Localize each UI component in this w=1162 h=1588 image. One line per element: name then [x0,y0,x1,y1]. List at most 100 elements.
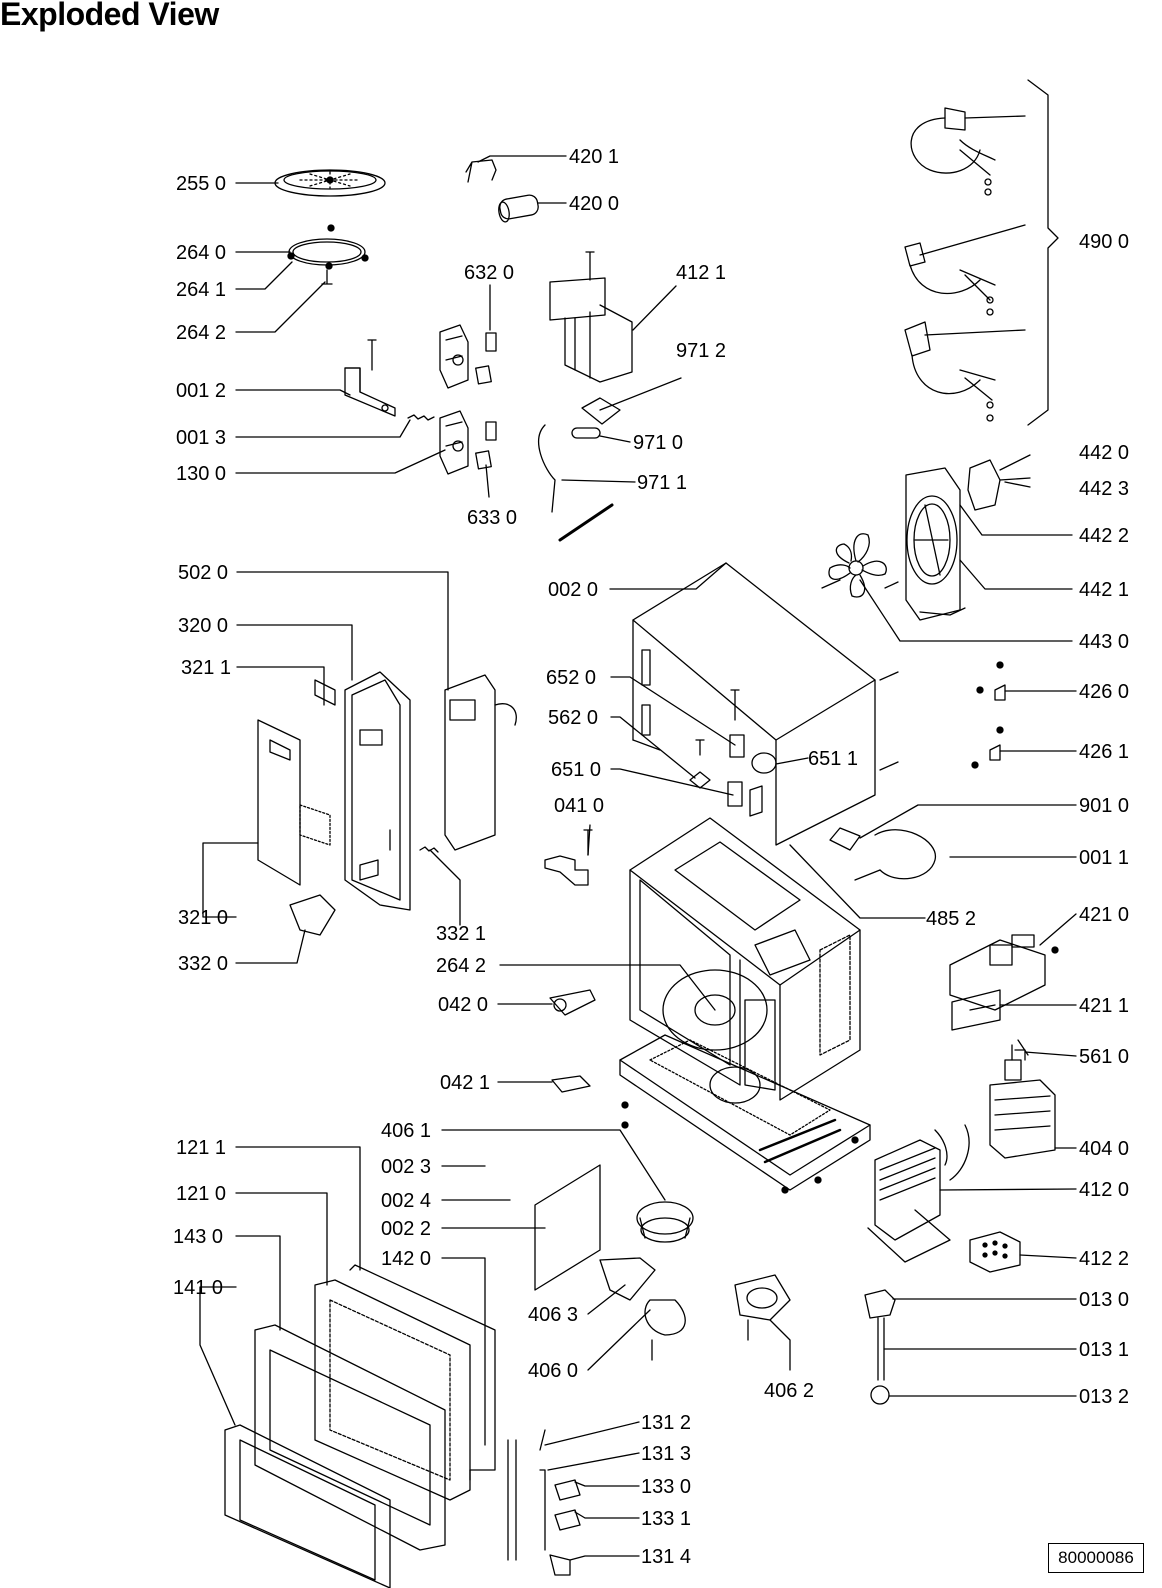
control-panel-drawing [344,671,411,911]
callout-320-0: 320 0 [178,615,228,637]
turntable-plate-drawing [274,169,386,197]
roller-ring-drawing [287,224,369,285]
callout-406-2: 406 2 [764,1380,814,1402]
callout-651-0: 651 0 [551,759,601,781]
callout-001-3: 001 3 [176,427,226,449]
callout-001-2: 001 2 [176,380,226,402]
callout-264-1: 264 1 [176,279,226,301]
callout-971-2: 971 2 [676,340,726,362]
cord-group-brace [1027,79,1059,426]
callout-130-0: 130 0 [176,463,226,485]
callout-442-1: 442 1 [1079,579,1129,601]
callout-971-1: 971 1 [637,472,687,494]
misc-parts-drawing [829,684,1026,1061]
callout-133-1: 133 1 [641,1508,691,1530]
callout-562-0: 562 0 [548,707,598,729]
callout-412-2: 412 2 [1079,1248,1129,1270]
page-title: Exploded View [0,0,219,32]
callout-002-2: 002 2 [381,1218,431,1240]
door-switch-upper-drawing [439,324,497,389]
callout-013-1: 013 1 [1079,1339,1129,1361]
door-release-button-drawing [289,894,336,936]
callout-002-0: 002 0 [548,579,598,601]
callout-142-0: 142 0 [381,1248,431,1270]
bracket-041-drawing [544,829,593,886]
callout-406-1: 406 1 [381,1120,431,1142]
waveguide-cover-drawing [549,251,633,383]
mains-cord-drawing-2 [904,224,1026,316]
callout-321-0: 321 0 [178,907,228,929]
turntable-coupler-drawing [549,989,596,1093]
callout-404-0: 404 0 [1079,1138,1129,1160]
callout-042-0: 042 0 [438,994,488,1016]
callout-901-0: 901 0 [1079,795,1129,817]
leader-lines [199,155,1077,1561]
callout-420-0: 420 0 [569,193,619,215]
callout-264-0: 264 0 [176,242,226,264]
fuse-holder-drawing [538,397,621,542]
screws-drawing [621,661,1059,1194]
door-screen-drawing [254,1324,446,1551]
latch-parts-drawing [507,1429,581,1576]
callout-406-0: 406 0 [528,1360,578,1382]
callout-332-0: 332 0 [178,953,228,975]
callout-131-4: 131 4 [641,1546,691,1568]
control-board-drawing [419,674,517,853]
callout-412-0: 412 0 [1079,1179,1129,1201]
callout-264-2-b: 264 2 [436,955,486,977]
door-choke-drawing [314,1279,471,1501]
callout-421-1: 421 1 [1079,995,1129,1017]
callout-442-2: 442 2 [1079,525,1129,547]
callout-443-0: 443 0 [1079,631,1129,653]
lamp-drawing [864,1289,896,1405]
callout-002-4: 002 4 [381,1190,431,1212]
callout-651-1: 651 1 [808,748,858,770]
callout-042-1: 042 1 [440,1072,490,1094]
callout-412-1: 412 1 [676,262,726,284]
diode-board-drawing [949,934,1046,1031]
callout-013-2: 013 2 [1079,1386,1129,1408]
capacitor-drawing [465,159,539,223]
insulation-block-drawing [969,1231,1021,1273]
callout-143-0: 143 0 [173,1226,223,1248]
callout-001-1: 001 1 [1079,847,1129,869]
outer-cabinet-drawing [632,562,899,846]
callout-121-1: 121 1 [176,1137,226,1159]
callout-421-0: 421 0 [1079,904,1129,926]
control-panel-overlay-drawing [257,679,336,886]
callout-131-2: 131 2 [641,1412,691,1434]
callout-321-1: 321 1 [181,657,231,679]
callout-406-3: 406 3 [528,1304,578,1326]
callout-426-1: 426 1 [1079,741,1129,763]
callout-332-1: 332 1 [436,923,486,945]
callout-442-3: 442 3 [1079,478,1129,500]
mains-cord-drawing-3 [904,321,1026,422]
door-bracket-drawing [344,339,435,421]
mains-cord-drawing-1 [910,107,1026,196]
door-front-drawing [224,1424,391,1588]
callout-426-0: 426 0 [1079,681,1129,703]
callout-485-2: 485 2 [926,908,976,930]
transformer-drawing [867,1124,970,1263]
fan-blade-drawing [821,533,899,598]
callout-013-0: 013 0 [1079,1289,1129,1311]
thermal-parts-drawing [689,689,777,817]
turntable-motor-drawing [534,1164,791,1361]
callout-131-3: 131 3 [641,1443,691,1465]
callout-133-0: 133 0 [641,1476,691,1498]
callout-420-1: 420 1 [569,146,619,168]
callout-633-0: 633 0 [467,507,517,529]
callout-121-0: 121 0 [176,1183,226,1205]
callout-632-0: 632 0 [464,262,514,284]
magnetron-drawing [989,1039,1056,1159]
document-number-box: 80000086 [1048,1543,1144,1573]
fan-motor-drawing [905,459,1031,621]
callout-002-3: 002 3 [381,1156,431,1178]
callout-041-0: 041 0 [554,795,604,817]
oven-cavity-drawing [629,817,861,1101]
base-plate-drawing [619,1034,871,1191]
door-switch-lower-drawing [439,410,497,475]
callout-141-0: 141 0 [173,1277,223,1299]
callout-442-0: 442 0 [1079,442,1129,464]
